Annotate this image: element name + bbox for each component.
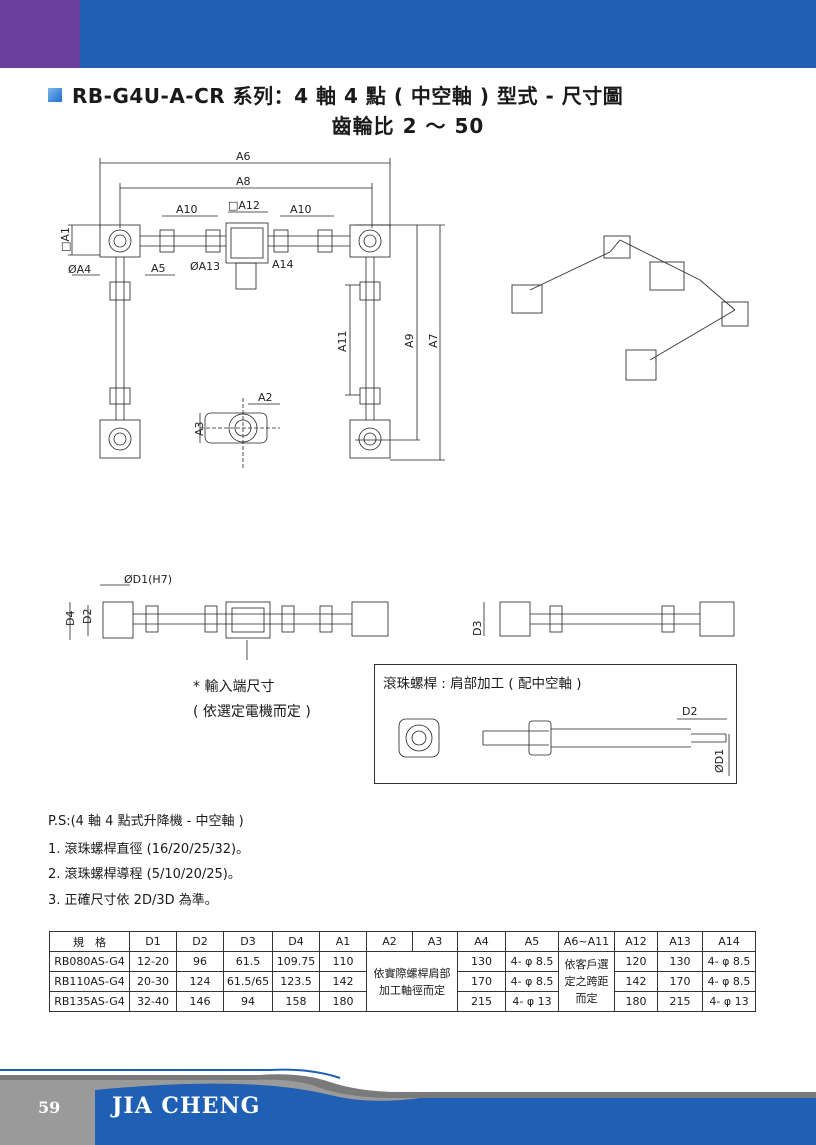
cell-D4: 158 <box>272 991 320 1012</box>
cell-D1: 20-30 <box>129 971 177 992</box>
dim-D3: D3 <box>471 621 484 636</box>
dim-A2: A2 <box>258 391 273 404</box>
table-header-row: 規 格 D1 D2 D3 D4 A1 A2 A3 A4 A5 A6~A11 A1… <box>49 931 756 952</box>
th-A12: A12 <box>614 931 658 952</box>
cell-A1: 110 <box>319 951 367 972</box>
dim-A3: A3 <box>193 421 206 436</box>
dim-A14: A14 <box>272 258 294 271</box>
dim-A7: A7 <box>427 333 440 348</box>
dim-A10-left: A10 <box>176 203 198 216</box>
cell-A1: 142 <box>319 971 367 992</box>
note-item-2: 2. 滾珠螺桿導程 (5/10/20/25)。 <box>48 867 241 882</box>
cell-A12: 120 <box>614 951 658 972</box>
cell-A5: 4- φ 8.5 <box>505 951 559 972</box>
cell-D4: 109.75 <box>272 951 320 972</box>
th-A1: A1 <box>319 931 367 952</box>
dim-A1: □A1 <box>59 227 72 252</box>
cell-A13: 130 <box>657 951 703 972</box>
dim-A9: A9 <box>403 333 416 348</box>
header-bar <box>0 0 816 68</box>
title-row: RB-G4U-A-CR 系列：4 軸 4 點 ( 中空軸 ) 型式 - 尺寸圖 <box>48 80 623 109</box>
th-A2: A2 <box>366 931 413 952</box>
top-view-drawing: A6 A8 A10 □A12 A10 □A1 ØA4 A5 ØA13 A14 A… <box>59 150 749 470</box>
page-title: RB-G4U-A-CR 系列：4 軸 4 點 ( 中空軸 ) 型式 - 尺寸圖 <box>72 84 624 108</box>
cell-D3: 61.5 <box>223 951 273 972</box>
cell-A14: 4- φ 13 <box>702 991 756 1012</box>
dim-A13: ØA13 <box>190 260 220 273</box>
dim-D1: ØD1(H7) <box>124 573 172 586</box>
cell-D2: 96 <box>176 951 224 972</box>
cell-A4: 215 <box>457 991 506 1012</box>
cell-A5: 4- φ 8.5 <box>505 971 559 992</box>
footer-band <box>0 1068 816 1145</box>
dim-A12: □A12 <box>228 199 260 212</box>
cell-D1: 32-40 <box>129 991 177 1012</box>
dim-D2: D2 <box>81 609 94 624</box>
header-accent <box>0 0 80 68</box>
input-note-line1: * 輸入端尺寸 <box>193 679 275 695</box>
spec-table: 規 格 D1 D2 D3 D4 A1 A2 A3 A4 A5 A6~A11 A1… <box>49 931 756 1012</box>
table-row: RB080AS-G4 12-20 96 61.5 109.75 110 依實際螺… <box>49 951 756 1012</box>
note-item-1: 1. 滾珠螺桿直徑 (16/20/25/32)。 <box>48 842 250 857</box>
page-number: 59 <box>38 1098 61 1117</box>
cell-D2: 146 <box>176 991 224 1012</box>
dim-D4: D4 <box>64 611 77 626</box>
cell-A13: 215 <box>657 991 703 1012</box>
cell-D1: 12-20 <box>129 951 177 972</box>
th-A5: A5 <box>505 931 559 952</box>
title-square-icon <box>48 87 62 102</box>
cell-A4: 130 <box>457 951 506 972</box>
ballscrew-D2: D2 <box>682 705 697 718</box>
th-A3: A3 <box>412 931 458 952</box>
th-D1: D1 <box>129 931 177 952</box>
cell-A12: 142 <box>614 971 658 992</box>
side-view-drawing: ØD1(H7) D4 D2 D3 <box>64 573 735 660</box>
th-model: 規 格 <box>49 931 130 952</box>
dim-A4: ØA4 <box>68 263 91 276</box>
cell-A6-A11-merged: 依客戶選定之跨距而定 <box>558 951 615 1012</box>
cell-A1: 180 <box>319 991 367 1012</box>
cell-A14: 4- φ 8.5 <box>702 951 756 972</box>
cell-D3: 94 <box>223 991 273 1012</box>
th-A14: A14 <box>702 931 756 952</box>
cell-model: RB135AS-G4 <box>49 991 130 1012</box>
cell-model: RB110AS-G4 <box>49 971 130 992</box>
dim-A8: A8 <box>236 175 251 188</box>
page-subtitle: 齒輪比 2 ～ 50 <box>331 114 485 138</box>
th-A6-A11: A6~A11 <box>558 931 615 952</box>
dim-A5: A5 <box>151 262 166 275</box>
brand-logo: JIA CHENG <box>112 1093 261 1119</box>
cell-A14: 4- φ 8.5 <box>702 971 756 992</box>
table-row: RB135AS-G4 32-40 146 94 158 180 215 4- φ… <box>49 991 756 1012</box>
ballscrew-box-title: 滾珠螺桿 : 肩部加工 ( 配中空軸 ) <box>383 676 582 692</box>
th-A13: A13 <box>657 931 703 952</box>
ballscrew-D1: ØD1 <box>713 749 726 773</box>
dim-A11: A11 <box>336 330 349 352</box>
cell-A13: 170 <box>657 971 703 992</box>
ps-note: P.S:(4 軸 4 點式升降機 - 中空軸 ) <box>48 814 244 829</box>
cell-model: RB080AS-G4 <box>49 951 130 972</box>
cell-A5: 4- φ 13 <box>505 991 559 1012</box>
ballscrew-detail-box: 滾珠螺桿 : 肩部加工 ( 配中空軸 ) D2 ØD1 <box>374 664 737 784</box>
cell-D4: 123.5 <box>272 971 320 992</box>
note-item-3: 3. 正確尺寸依 2D/3D 為準。 <box>48 893 218 908</box>
th-A4: A4 <box>457 931 506 952</box>
input-note-line2: ( 依選定電機而定 ) <box>193 704 311 720</box>
cell-D2: 124 <box>176 971 224 992</box>
cell-A2-A3-merged: 依實際螺桿肩部加工軸徑而定 <box>366 951 458 1012</box>
cell-A4: 170 <box>457 971 506 992</box>
dim-A10-right: A10 <box>290 203 312 216</box>
ballscrew-drawing: D2 ØD1 <box>398 705 730 776</box>
cell-A12: 180 <box>614 991 658 1012</box>
cell-D3: 61.5/65 <box>223 971 273 992</box>
dim-A6: A6 <box>236 150 251 163</box>
th-D4: D4 <box>272 931 320 952</box>
th-D3: D3 <box>223 931 273 952</box>
th-D2: D2 <box>176 931 224 952</box>
